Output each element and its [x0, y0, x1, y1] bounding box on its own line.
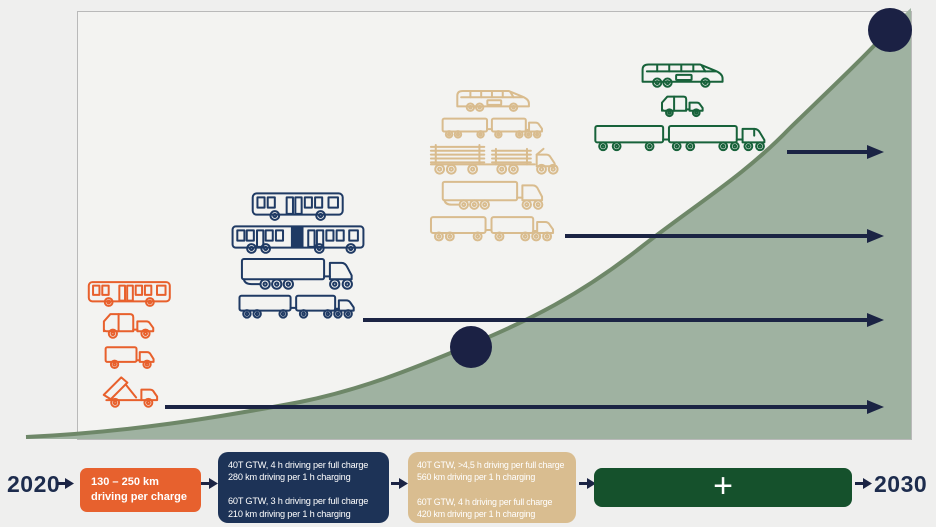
city-bus-icon	[87, 280, 173, 307]
fleet-phase-3-icons	[426, 87, 560, 242]
garbage-truck-icon	[101, 310, 159, 341]
garbage-truck-icon	[660, 93, 707, 119]
stage-1-text: 130 – 250 km driving per charge	[91, 476, 187, 503]
arrowhead-icon	[867, 400, 884, 414]
tipper-truck-icon	[101, 373, 159, 408]
year-end-label: 2030	[874, 471, 928, 497]
hct-combination-truck-icon	[592, 124, 774, 155]
milestone-dot-mid	[450, 326, 492, 368]
truck-with-trailer-icon	[429, 214, 558, 242]
coach-icon	[640, 60, 726, 88]
stage-2-box: 40T GTW, 4 h driving per full charge 280…	[218, 452, 389, 523]
stage-1-box: 130 – 250 km driving per charge	[80, 468, 201, 512]
semi-trailer-truck-icon	[441, 180, 546, 210]
truck-with-trailer-icon	[441, 116, 546, 139]
fleet-2030-icons	[591, 60, 775, 155]
timeline-arrow-icon	[201, 478, 218, 489]
stage-4-box: +	[594, 468, 852, 507]
stage-3-text: 40T GTW, >4,5 h driving per full charge …	[417, 460, 565, 520]
timeline-arrow-icon	[391, 478, 408, 489]
coach-icon	[455, 87, 532, 112]
stage-3-box: 40T GTW, >4,5 h driving per full charge …	[408, 452, 576, 523]
fleet-phase-2-icons	[230, 191, 366, 319]
articulated-bus-icon	[231, 224, 365, 254]
timeline-arrow-icon	[57, 478, 74, 489]
arrowhead-icon	[867, 313, 884, 327]
arrowhead-icon	[867, 229, 884, 243]
fleet-2020-icons	[84, 280, 176, 408]
stage-2-text: 40T GTW, 4 h driving per full charge 280…	[228, 460, 369, 519]
truck-with-trailer-icon	[237, 293, 359, 319]
growth-curve-line	[25, 19, 899, 439]
city-bus-icon	[251, 191, 346, 221]
timber-truck-icon	[428, 143, 559, 176]
semi-trailer-truck-icon	[240, 257, 356, 290]
stage-4-plus: +	[713, 467, 733, 505]
milestone-dot-top	[868, 8, 912, 52]
timeline-arrow-icon	[855, 478, 872, 489]
arrowhead-icon	[867, 145, 884, 159]
box-truck-icon	[104, 344, 156, 370]
year-start-label: 2020	[7, 471, 61, 497]
growth-curve-fill	[26, 8, 911, 439]
timeline-arrow-icon	[579, 478, 596, 489]
